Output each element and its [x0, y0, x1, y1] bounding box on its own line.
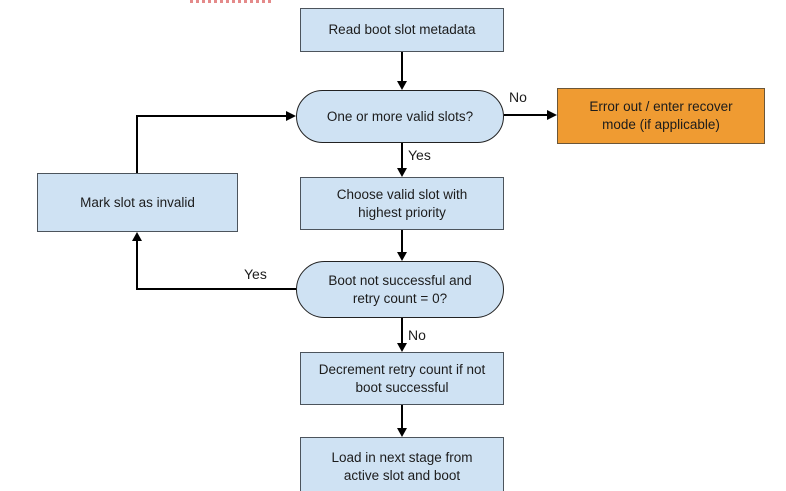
node-label: Decrement retry count if not boot succes… [318, 361, 486, 395]
edge-validslots-to-choose [401, 143, 403, 168]
node-label: Choose valid slot with highest priority [336, 186, 468, 220]
edge-bootcheck-to-markinvalid-vertical [136, 241, 138, 290]
clipped-red-underline-artifact [190, 0, 272, 3]
node-mark-slot-as-invalid: Mark slot as invalid [37, 173, 238, 232]
node-label: Mark slot as invalid [80, 194, 195, 210]
arrowhead-down-icon [397, 343, 407, 352]
arrowhead-right-icon [286, 111, 296, 121]
edge-markinvalid-to-validslots-horizontal [136, 115, 286, 117]
arrowhead-down-icon [397, 252, 407, 261]
arrowhead-right-icon [547, 110, 557, 120]
edge-read-to-validslots [401, 52, 403, 81]
arrowhead-down-icon [397, 428, 407, 437]
edge-markinvalid-to-validslots-vertical [136, 116, 138, 173]
arrowhead-down-icon [397, 168, 407, 177]
node-choose-valid-slot: Choose valid slot with highest priority [300, 177, 504, 230]
arrowhead-down-icon [397, 81, 407, 90]
edge-choose-to-bootcheck [401, 230, 403, 252]
edge-bootcheck-to-decrement [401, 318, 403, 343]
edge-label-no: No [509, 89, 527, 105]
edge-validslots-to-error [504, 114, 547, 116]
node-decrement-retry-count: Decrement retry count if not boot succes… [300, 352, 504, 405]
node-label: Read boot slot metadata [328, 22, 476, 38]
edge-label-no: No [408, 327, 426, 343]
node-load-next-stage: Load in next stage from active slot and … [300, 437, 504, 491]
edge-decrement-to-loadstage [401, 405, 403, 428]
node-one-or-more-valid-slots: One or more valid slots? [296, 90, 504, 143]
arrowhead-up-icon [132, 232, 142, 241]
edge-label-yes: Yes [244, 266, 267, 282]
node-label: Error out / enter recover mode (if appli… [589, 99, 733, 132]
node-boot-not-successful-check: Boot not successful and retry count = 0? [296, 261, 504, 318]
edge-bootcheck-to-markinvalid-horizontal [137, 288, 296, 290]
node-read-boot-slot-metadata: Read boot slot metadata [300, 8, 504, 52]
node-label: One or more valid slots? [326, 108, 474, 124]
node-error-out-recover-mode: Error out / enter recover mode (if appli… [557, 88, 765, 144]
edge-label-yes: Yes [408, 147, 431, 163]
node-label: Boot not successful and retry count = 0? [328, 272, 472, 306]
node-label: Load in next stage from active slot and … [331, 450, 473, 483]
